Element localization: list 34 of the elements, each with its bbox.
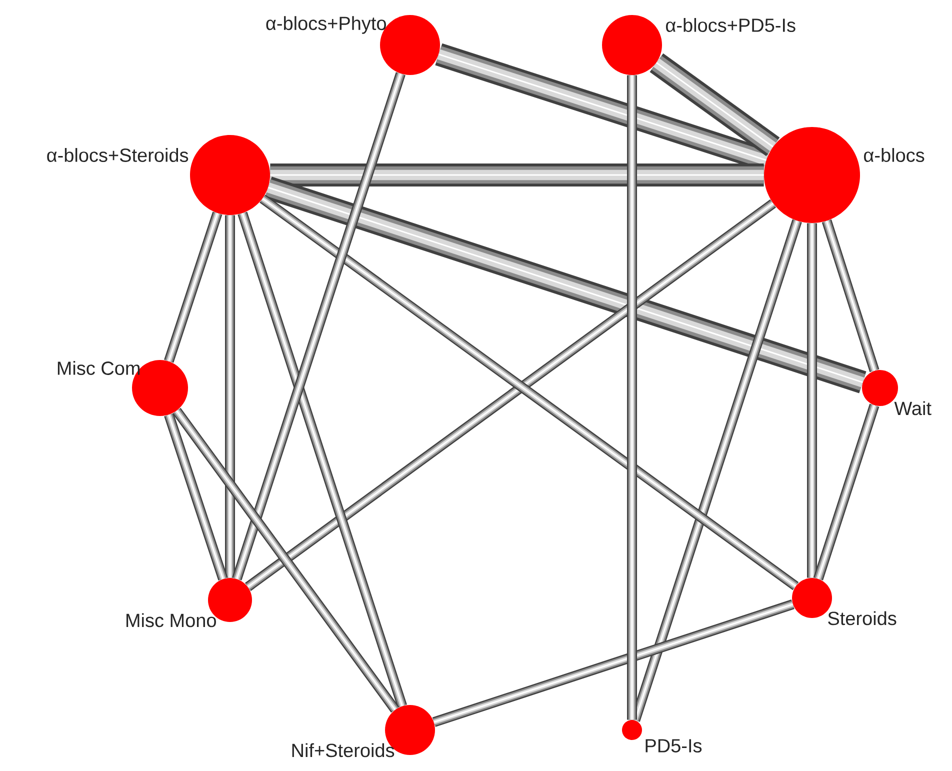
node-label: α-blocs+Steroids <box>47 148 188 162</box>
connector-line <box>432 600 794 727</box>
connector-line <box>650 53 780 156</box>
node-label: α-blocs <box>864 148 924 162</box>
node-label: α-blocs+PD5-Is <box>666 18 796 32</box>
connector-line <box>164 212 222 363</box>
node-label: Steroids <box>828 611 896 626</box>
connector-line <box>822 219 880 372</box>
node-label: Misc Mono <box>126 613 216 628</box>
connector-line <box>238 212 407 708</box>
node-label: Wait <box>894 401 932 416</box>
connector-line <box>225 215 235 578</box>
connector-line <box>232 72 406 580</box>
connector-line <box>164 413 228 580</box>
network-node: α-blocs+Phyto <box>266 15 440 75</box>
connector-line <box>807 223 817 578</box>
network-node: α-blocs <box>764 127 924 223</box>
connector-line <box>627 75 637 720</box>
network-node: Nif+Steroids <box>292 705 435 758</box>
connector-line <box>172 408 400 713</box>
network-node: Wait <box>862 370 932 416</box>
network-node: α-blocs+PD5-Is <box>602 15 796 75</box>
node-label: Nif+Steroids <box>292 743 394 758</box>
network-node: Misc Com <box>58 360 188 416</box>
connector-line <box>813 404 880 580</box>
node-label: PD5-Is <box>646 739 702 752</box>
network-node: Steroids <box>792 578 896 626</box>
node-label: α-blocs+Phyto <box>266 16 386 34</box>
network-node: Misc Mono <box>126 578 252 628</box>
network-node: PD5-Is <box>622 720 702 752</box>
connector-line <box>264 176 866 394</box>
network-node: α-blocs+Steroids <box>47 135 270 215</box>
node-label: Misc Com <box>58 361 140 375</box>
connector-line <box>270 164 764 186</box>
